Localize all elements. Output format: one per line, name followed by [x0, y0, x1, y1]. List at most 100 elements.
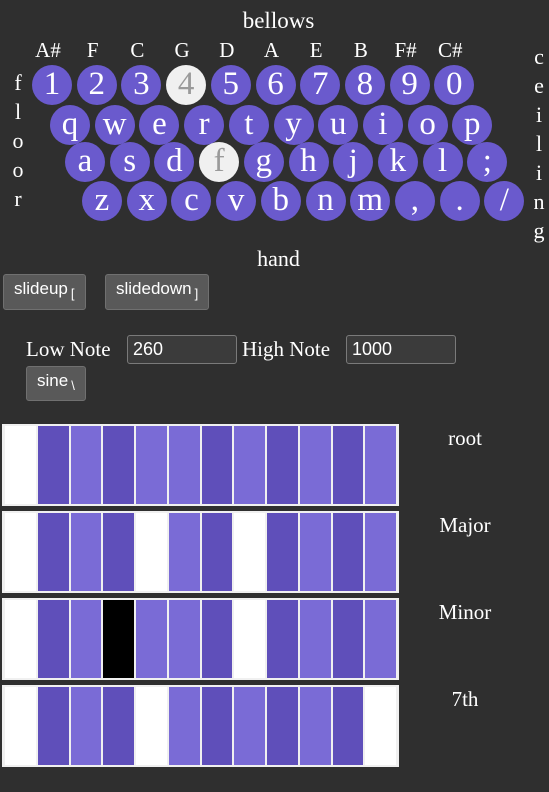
chord-cell[interactable] [136, 426, 167, 504]
chord-cell[interactable] [136, 687, 167, 765]
key-punct[interactable]: / [484, 181, 525, 221]
key-o[interactable]: o [407, 105, 448, 145]
chord-cell[interactable] [5, 513, 36, 591]
chord-cell[interactable] [168, 426, 200, 504]
chord-cell[interactable] [299, 687, 331, 765]
slideup-button[interactable]: slideup[ [3, 274, 86, 310]
key-4[interactable]: 4 [166, 65, 207, 105]
key-2[interactable]: 2 [76, 65, 117, 105]
key-k[interactable]: k [377, 142, 418, 182]
key-punct[interactable]: , [394, 181, 435, 221]
chord-cell[interactable] [37, 687, 69, 765]
chord-cell[interactable] [332, 426, 364, 504]
chord-cell[interactable] [37, 513, 69, 591]
wave-button[interactable]: sine\ [26, 366, 86, 401]
chord-cell[interactable] [70, 426, 102, 504]
chord-cell[interactable] [234, 426, 265, 504]
slidedown-button[interactable]: slidedown] [105, 274, 210, 310]
key-r[interactable]: r [184, 105, 225, 145]
key-g[interactable]: g [243, 142, 284, 182]
key-w[interactable]: w [94, 105, 135, 145]
key-e[interactable]: e [139, 105, 180, 145]
chord-cell[interactable] [267, 687, 298, 765]
chord-cell[interactable] [103, 513, 134, 591]
key-6[interactable]: 6 [255, 65, 296, 105]
key-label: , [410, 181, 420, 218]
key-punct[interactable]: . [439, 181, 480, 221]
key-a[interactable]: a [65, 142, 105, 182]
chord-cell[interactable] [332, 687, 364, 765]
chord-cell[interactable] [103, 687, 134, 765]
chord-cell[interactable] [37, 426, 69, 504]
chord-cell[interactable] [365, 687, 396, 765]
key-z[interactable]: z [82, 181, 122, 221]
chord-cell[interactable] [267, 600, 298, 678]
chord-cell[interactable] [299, 600, 331, 678]
chord-cell[interactable] [168, 687, 200, 765]
key-n[interactable]: n [305, 181, 346, 221]
key-m[interactable]: m [350, 181, 391, 221]
chord-cell[interactable] [234, 687, 265, 765]
key-p[interactable]: p [452, 105, 493, 145]
chord-cell[interactable] [201, 687, 233, 765]
key-punct[interactable]: ; [467, 142, 508, 182]
key-l[interactable]: l [422, 142, 463, 182]
key-c[interactable]: c [171, 181, 212, 221]
chord-cell[interactable] [136, 513, 167, 591]
chord-cell[interactable] [267, 426, 298, 504]
chord-cell[interactable] [201, 426, 233, 504]
key-label: w [102, 105, 127, 142]
key-u[interactable]: u [318, 105, 359, 145]
key-x[interactable]: x [126, 181, 167, 221]
chord-name: Minor [438, 600, 492, 624]
chord-cell[interactable] [365, 426, 396, 504]
key-label: j [348, 142, 358, 179]
chord-cell[interactable] [70, 600, 102, 678]
key-v[interactable]: v [216, 181, 257, 221]
key-h[interactable]: h [288, 142, 329, 182]
chord-cell[interactable] [5, 687, 36, 765]
key-9[interactable]: 9 [389, 65, 430, 105]
key-s[interactable]: s [109, 142, 150, 182]
chord-cell[interactable] [365, 513, 396, 591]
chord-cell[interactable] [365, 600, 396, 678]
chord-cell[interactable] [103, 600, 134, 678]
chord-cell[interactable] [267, 513, 298, 591]
chord-cell[interactable] [37, 600, 69, 678]
note-label: C# [438, 38, 463, 62]
chord-cell[interactable] [234, 513, 265, 591]
key-5[interactable]: 5 [210, 65, 251, 105]
chord-cell[interactable] [70, 687, 102, 765]
key-i[interactable]: i [362, 105, 403, 145]
chord-cell[interactable] [168, 513, 200, 591]
chord-cell[interactable] [332, 600, 364, 678]
key-0[interactable]: 0 [434, 65, 475, 105]
key-3[interactable]: 3 [121, 65, 162, 105]
key-y[interactable]: y [273, 105, 314, 145]
chord-cell[interactable] [136, 600, 167, 678]
key-8[interactable]: 8 [344, 65, 385, 105]
chord-cell[interactable] [234, 600, 265, 678]
key-j[interactable]: j [333, 142, 374, 182]
key-d[interactable]: d [154, 142, 195, 182]
key-b[interactable]: b [260, 181, 301, 221]
key-label: a [77, 142, 93, 179]
chord-cell[interactable] [103, 426, 134, 504]
chord-cell[interactable] [299, 426, 331, 504]
chord-cell[interactable] [5, 600, 36, 678]
key-t[interactable]: t [228, 105, 269, 145]
chord-cell[interactable] [70, 513, 102, 591]
chord-cell[interactable] [201, 513, 233, 591]
chord-cell[interactable] [299, 513, 331, 591]
low-note-input[interactable] [127, 335, 237, 364]
chord-cell[interactable] [168, 600, 200, 678]
key-7[interactable]: 7 [300, 65, 341, 105]
chord-cell[interactable] [5, 426, 36, 504]
side-letter: i [535, 102, 543, 127]
key-1[interactable]: 1 [32, 65, 72, 105]
key-f[interactable]: f [199, 142, 240, 182]
chord-cell[interactable] [201, 600, 233, 678]
high-note-input[interactable] [346, 335, 456, 364]
key-q[interactable]: q [50, 105, 90, 145]
chord-cell[interactable] [332, 513, 364, 591]
